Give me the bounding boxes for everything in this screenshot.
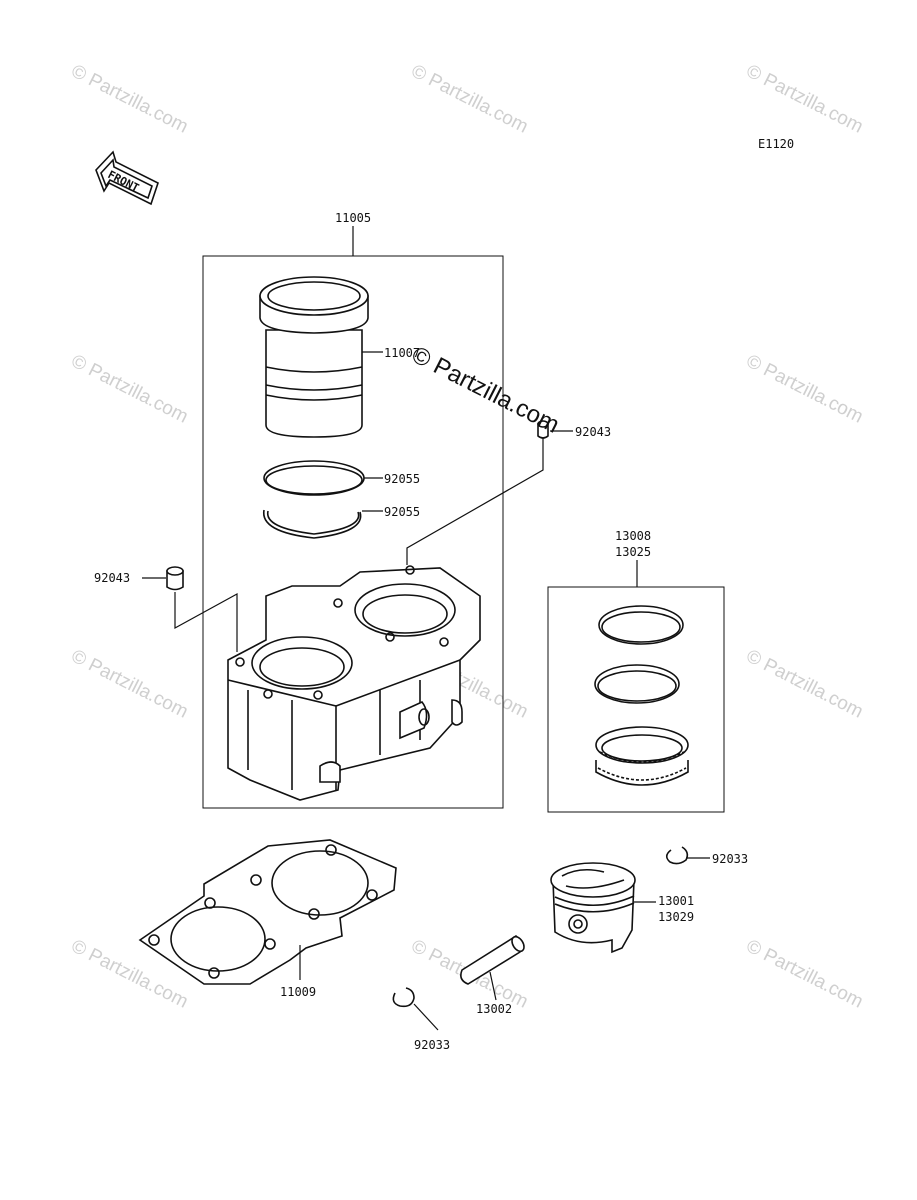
circlip-bottom [392, 987, 415, 1008]
callout-cylinder-gasket: 11009 [280, 985, 316, 999]
callout-sleeve-ring-upper: 92055 [384, 472, 420, 486]
callout-piston-b: 13029 [658, 910, 694, 924]
sleeve-ring-upper [263, 460, 365, 496]
callout-ring-set-a: 13008 [615, 529, 651, 543]
cylinder-gasket [138, 839, 397, 985]
cylinder-block [227, 565, 481, 801]
callout-dowel-pin-left: 92043 [94, 571, 130, 585]
callout-dowel-pin-right: 92043 [575, 425, 611, 439]
watermark: © Partzilla.com [743, 61, 867, 138]
watermark: © Partzilla.com [743, 646, 867, 723]
cylinder-sleeve [259, 276, 369, 438]
front-arrow-icon: FRONT [95, 150, 159, 206]
watermark: © Partzilla.com [68, 351, 192, 428]
piston-pin [460, 935, 525, 985]
dowel-pin-left [166, 566, 184, 591]
watermark-large: © Partzilla.com [407, 341, 563, 438]
callout-sleeve-ring-lower: 92055 [384, 505, 420, 519]
callout-circlip-right: 92033 [712, 852, 748, 866]
watermark-grid: © Partzilla.com © Partzilla.com © Partzi… [68, 61, 867, 1013]
watermark: © Partzilla.com [408, 61, 532, 138]
cylinder-assembly-group: 11005 11007 92055 92055 [202, 211, 544, 809]
watermark: © Partzilla.com [68, 646, 192, 723]
piston-ring-set [594, 605, 689, 786]
watermark: © Partzilla.com [743, 351, 867, 428]
callout-circlip-bottom: 92033 [414, 1038, 450, 1052]
circlip-right [665, 846, 689, 865]
diagram-code: E1120 [758, 137, 794, 151]
sleeve-ring-lower [263, 509, 362, 539]
watermark: © Partzilla.com [68, 61, 192, 138]
dowel-pin-right [537, 420, 549, 439]
callout-piston-a: 13001 [658, 894, 694, 908]
callout-piston-pin: 13002 [476, 1002, 512, 1016]
piston [550, 862, 636, 954]
watermark: © Partzilla.com [743, 936, 867, 1013]
callout-ring-set-b: 13025 [615, 545, 651, 559]
callout-cylinder-sleeve: 11007 [384, 346, 420, 360]
callout-cylinder-assy: 11005 [335, 211, 371, 225]
